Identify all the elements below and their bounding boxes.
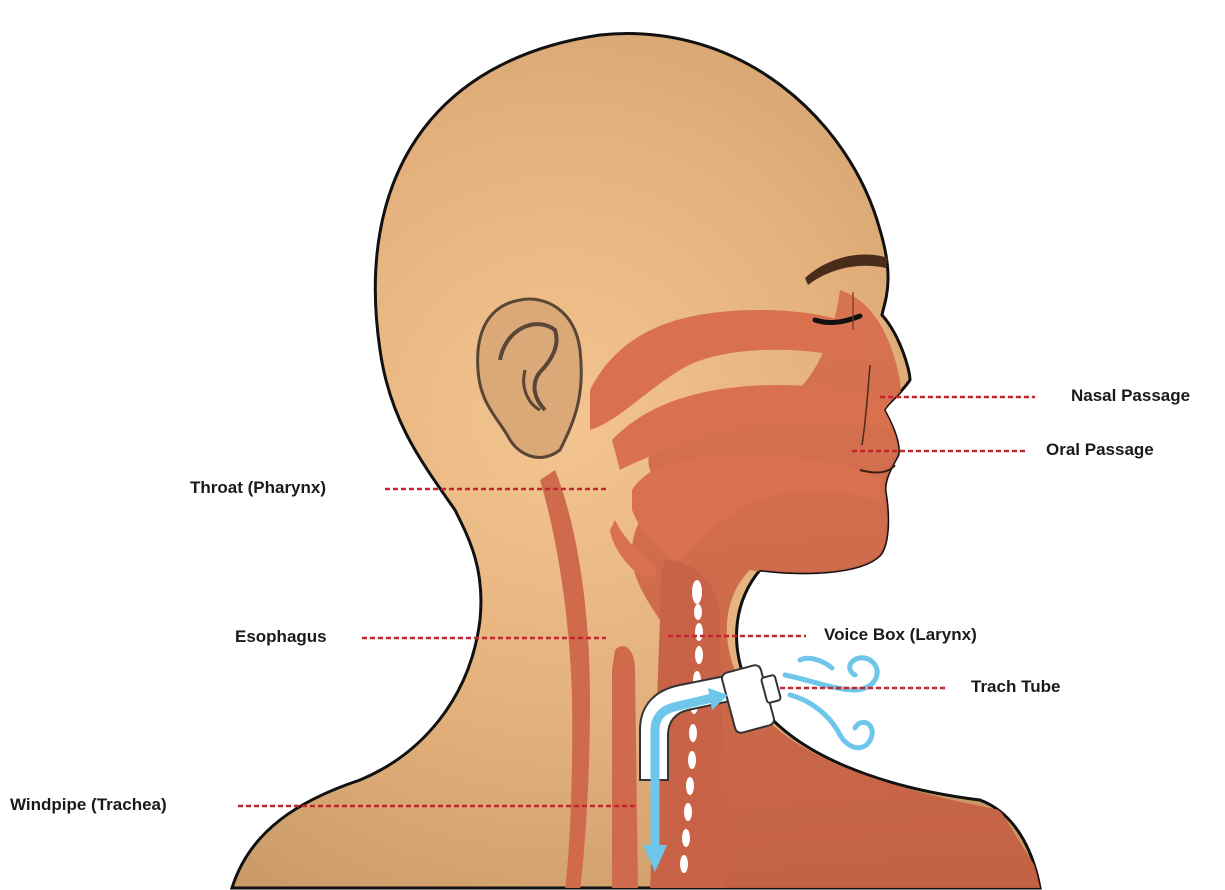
label-esophagus: Esophagus <box>235 627 327 647</box>
label-oral-passage: Oral Passage <box>1046 440 1154 460</box>
esophagus-tube <box>612 646 638 890</box>
label-throat: Throat (Pharynx) <box>190 478 326 498</box>
label-trach-tube: Trach Tube <box>971 677 1060 697</box>
label-nasal-passage: Nasal Passage <box>1071 386 1190 406</box>
air-swirl-icon <box>785 658 877 748</box>
label-voice-box: Voice Box (Larynx) <box>824 625 977 645</box>
label-windpipe: Windpipe (Trachea) <box>10 795 167 815</box>
